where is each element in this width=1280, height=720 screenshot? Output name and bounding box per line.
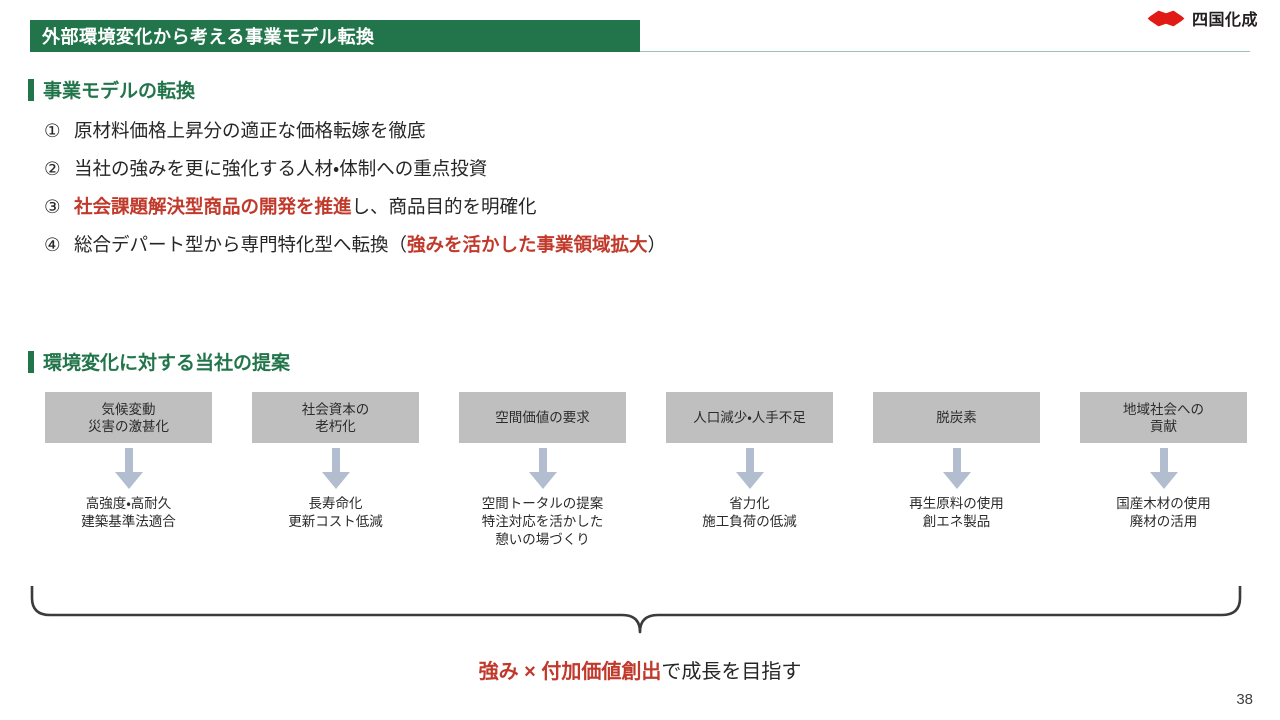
driver-box-label: 地域社会への 貢献 bbox=[1123, 401, 1204, 434]
flow-column: 空間価値の要求空間トータルの提案 特注対応を活かした 憩いの場づくり bbox=[459, 392, 626, 549]
flow-arrow bbox=[873, 443, 1040, 495]
list-item-plain-text: ） bbox=[647, 234, 667, 255]
page-title: 外部環境変化から考える事業モデル転換 bbox=[42, 27, 375, 47]
driver-box: 人口減少・人手不足 bbox=[666, 392, 833, 443]
driver-box: 脱炭素 bbox=[873, 392, 1040, 443]
list-item-plain-text: 総合デパート型から専門特化型へ転換（ bbox=[74, 234, 408, 255]
flow-column: 気候変動 災害の激甚化高強度・高耐久 建築基準法適合 bbox=[45, 392, 212, 531]
summary-plain-text: で成長を目指す bbox=[661, 661, 802, 683]
red-double-diamond-icon bbox=[1147, 10, 1185, 26]
curly-brace-icon bbox=[30, 586, 1242, 634]
arrow-down-icon bbox=[114, 448, 143, 489]
heading-accent-bar bbox=[28, 350, 34, 373]
benefit-text: 国産木材の使用 廃材の活用 bbox=[1116, 496, 1211, 529]
model-list-item: ③ 社会課題解決型商品の開発を推進し、商品目的を明確化 bbox=[44, 193, 944, 231]
list-item-plain-text: し、商品目的を明確化 bbox=[351, 196, 537, 217]
section-heading-proposal-label: 環境変化に対する当社の提案 bbox=[43, 353, 291, 374]
list-item-accent-text: 強みを活かした事業領域拡大 bbox=[407, 234, 648, 255]
flow-column: 地域社会への 貢献国産木材の使用 廃材の活用 bbox=[1080, 392, 1247, 531]
list-item-number: ② bbox=[44, 158, 61, 179]
heading-accent-bar bbox=[28, 78, 34, 101]
benefit-text: 高強度・高耐久 建築基準法適合 bbox=[81, 496, 176, 529]
list-item-plain-text: 原材料価格上昇分の適正な価格転嫁を徹底 bbox=[74, 120, 426, 141]
header-divider bbox=[640, 51, 1250, 52]
driver-box-label: 社会資本の 老朽化 bbox=[301, 401, 370, 434]
model-list-item: ① 原材料価格上昇分の適正な価格転嫁を徹底 bbox=[44, 117, 944, 155]
driver-box-label: 人口減少・人手不足 bbox=[693, 410, 806, 425]
summary-brace bbox=[0, 586, 1280, 646]
driver-box: 地域社会への 貢献 bbox=[1080, 392, 1247, 443]
benefit-text: 空間トータルの提案 特注対応を活かした 憩いの場づくり bbox=[481, 496, 604, 547]
flow-column: 脱炭素再生原料の使用 創エネ製品 bbox=[873, 392, 1040, 531]
list-item-number: ③ bbox=[44, 196, 61, 217]
flow-arrow bbox=[252, 443, 419, 495]
environment-proposal-flow: 気候変動 災害の激甚化高強度・高耐久 建築基準法適合社会資本の 老朽化長寿命化 … bbox=[0, 392, 1280, 602]
section-heading-proposal: 環境変化に対する当社の提案 bbox=[28, 348, 290, 375]
page-number: 38 bbox=[1236, 691, 1253, 708]
list-item-text: 当社の強みを更に強化する人材・体制への重点投資 bbox=[74, 155, 487, 181]
section-heading-model: 事業モデルの転換 bbox=[28, 76, 195, 103]
brand-logo-text: 四国化成 bbox=[1191, 12, 1258, 29]
arrow-down-icon bbox=[528, 448, 557, 489]
arrow-down-icon bbox=[1149, 448, 1178, 489]
list-item-text: 原材料価格上昇分の適正な価格転嫁を徹底 bbox=[74, 117, 426, 143]
section-heading-model-label: 事業モデルの転換 bbox=[43, 81, 196, 102]
brand-logo: 四国化成 bbox=[1147, 6, 1258, 30]
list-item-number: ④ bbox=[44, 234, 61, 255]
arrow-down-icon bbox=[735, 448, 764, 489]
model-list-item: ② 当社の強みを更に強化する人材・体制への重点投資 bbox=[44, 155, 944, 193]
driver-box-label: 気候変動 災害の激甚化 bbox=[88, 401, 169, 434]
benefit-text: 省力化 施工負荷の低減 bbox=[702, 496, 797, 529]
driver-box: 気候変動 災害の激甚化 bbox=[45, 392, 212, 443]
benefit-text: 再生原料の使用 創エネ製品 bbox=[909, 496, 1004, 529]
flow-column: 人口減少・人手不足省力化 施工負荷の低減 bbox=[666, 392, 833, 531]
slide-title-banner: 外部環境変化から考える事業モデル転換 bbox=[30, 20, 640, 52]
flow-arrow bbox=[1080, 443, 1247, 495]
driver-box: 社会資本の 老朽化 bbox=[252, 392, 419, 443]
driver-box: 空間価値の要求 bbox=[459, 392, 626, 443]
list-item-plain-text: 当社の強みを更に強化する人材・体制への重点投資 bbox=[74, 158, 488, 179]
driver-box-label: 脱炭素 bbox=[936, 410, 977, 425]
summary-accent-text: 強み × 付加価値創出 bbox=[478, 661, 662, 683]
driver-box-label: 空間価値の要求 bbox=[495, 410, 590, 425]
list-item-text: 社会課題解決型商品の開発を推進し、商品目的を明確化 bbox=[74, 193, 537, 219]
flow-arrow bbox=[459, 443, 626, 495]
flow-column: 社会資本の 老朽化長寿命化 更新コスト低減 bbox=[252, 392, 419, 531]
list-item-accent-text: 社会課題解決型商品の開発を推進 bbox=[74, 196, 352, 217]
model-transformation-list: ① 原材料価格上昇分の適正な価格転嫁を徹底 ② 当社の強みを更に強化する人材・体制への… bbox=[44, 117, 944, 269]
flow-arrow bbox=[666, 443, 833, 495]
slide-header: 外部環境変化から考える事業モデル転換 bbox=[0, 0, 1280, 58]
arrow-down-icon bbox=[942, 448, 971, 489]
list-item-number: ① bbox=[44, 120, 61, 141]
flow-arrow bbox=[45, 443, 212, 495]
arrow-down-icon bbox=[321, 448, 350, 489]
benefit-text: 長寿命化 更新コスト低減 bbox=[288, 496, 383, 529]
summary-statement: 強み × 付加価値創出で成長を目指す bbox=[0, 655, 1280, 684]
model-list-item: ④ 総合デパート型から専門特化型へ転換（強みを活かした事業領域拡大） bbox=[44, 231, 944, 269]
list-item-text: 総合デパート型から専門特化型へ転換（強みを活かした事業領域拡大） bbox=[74, 231, 666, 257]
